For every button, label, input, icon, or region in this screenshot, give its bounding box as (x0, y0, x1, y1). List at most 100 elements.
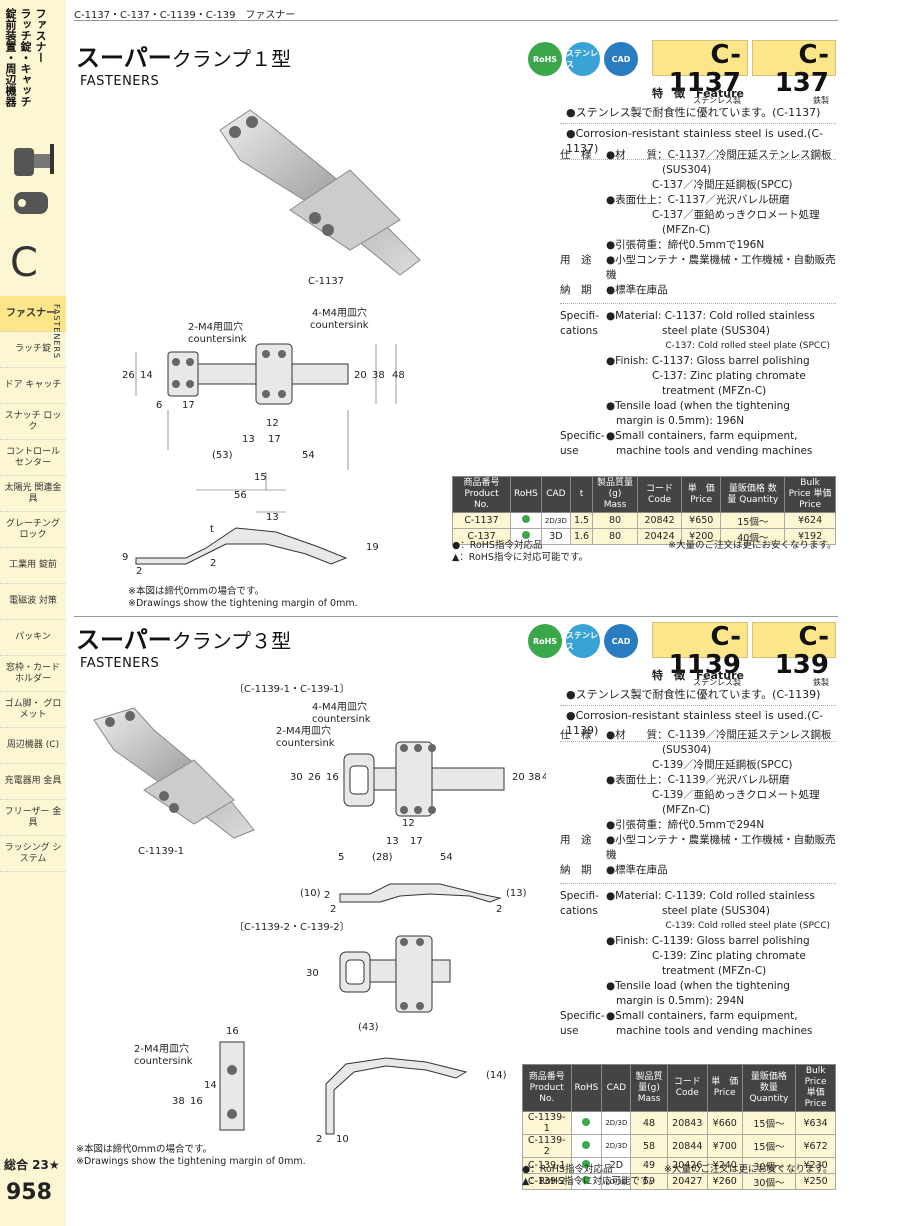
svg-text:2: 2 (210, 558, 216, 569)
rohs-dot (582, 1117, 591, 1126)
svg-text:(13): (13) (506, 888, 527, 899)
divider (74, 616, 838, 617)
divider (74, 20, 838, 21)
svg-text:48: 48 (392, 370, 405, 381)
photo-label: C-1137 (308, 276, 345, 287)
svg-text:13: 13 (386, 836, 399, 847)
drawing-c1139-1-side: (10)22(13)2 (300, 883, 527, 915)
drawing-note: ※本図は締代0mmの場合です。※Drawings show the tighte… (76, 1144, 306, 1167)
sidebar: ファスナー ラッチ錠・キャッチ 錠前装置・周辺機器 C ファスナー ラッチ錠 ド… (0, 0, 66, 1226)
svg-text:6: 6 (156, 400, 162, 411)
svg-text:15: 15 (254, 472, 267, 483)
nav-item[interactable]: 充電器用 金具 (0, 764, 66, 800)
nav-item[interactable]: 窓枠・カード ホルダー (0, 656, 66, 692)
dim-label: 2-M4用皿穴 (276, 726, 331, 737)
stainless-icon: ステンレス (566, 624, 600, 658)
dim-label: 4-M4用皿穴 (312, 308, 367, 319)
rohs-icon: RoHS (528, 624, 562, 658)
svg-text:30: 30 (290, 772, 303, 783)
svg-text:(28): (28) (372, 852, 393, 863)
dim-label: 4-M4用皿穴 (312, 702, 367, 713)
nav-item[interactable]: スナッチ ロック (0, 404, 66, 440)
svg-text:13: 13 (242, 434, 255, 445)
svg-text:12: 12 (266, 418, 279, 429)
dim-label: 2-M4用皿穴 (188, 322, 243, 333)
svg-text:12: 12 (402, 818, 415, 829)
svg-text:(53): (53) (212, 450, 233, 461)
stainless-icon: ステンレス (566, 42, 600, 76)
drawing-c1139-2-top: 30 (306, 935, 451, 1013)
nav-item[interactable]: 工業用 錠前 (0, 548, 66, 584)
svg-text:17: 17 (410, 836, 423, 847)
dim-label: countersink (134, 1056, 193, 1067)
svg-text:48: 48 (542, 772, 546, 783)
svg-text:56: 56 (234, 490, 247, 501)
rohs-dot (582, 1140, 591, 1149)
nav-item[interactable]: 周辺機器 (C) (0, 728, 66, 764)
dim-label: countersink (276, 738, 335, 749)
section2-icons: RoHS ステンレス CAD (528, 624, 638, 658)
svg-text:10: 10 (336, 1134, 349, 1144)
svg-text:2: 2 (316, 1134, 322, 1144)
legend: ●：RoHS指令対応品▲：RoHS指令に対応可能です。 (452, 540, 589, 563)
category-line: ファスナー (34, 8, 47, 63)
bulk-note: ※大量のご注文は更にお安くなります。 (668, 540, 837, 551)
dim-label: countersink (188, 334, 247, 345)
svg-text:2: 2 (324, 890, 330, 901)
section2-subtitle: FASTENERS (80, 656, 160, 671)
svg-text:(43): (43) (358, 1022, 379, 1033)
nav-item[interactable]: ラッシング システム (0, 836, 66, 872)
svg-text:17: 17 (268, 434, 281, 445)
nav-item[interactable]: グレーチング ロック (0, 512, 66, 548)
svg-text:2: 2 (496, 904, 502, 915)
svg-text:(14): (14) (486, 1070, 506, 1081)
nav-item[interactable]: パッキン (0, 620, 66, 656)
rohs-dot (521, 515, 530, 523)
svg-text:17: 17 (182, 400, 195, 411)
nav-item[interactable]: フリーザー 金具 (0, 800, 66, 836)
svg-text:2: 2 (330, 904, 336, 915)
nav-item[interactable]: 太陽光 関連金具 (0, 476, 66, 512)
nav-item[interactable]: ラッチ錠 (0, 332, 66, 368)
nav-item-fastener[interactable]: ファスナー (0, 296, 66, 332)
svg-text:14: 14 (140, 370, 153, 381)
section2-title: スーパークランプ３型 (76, 626, 292, 654)
nav-item[interactable]: 電磁波 対策 (0, 584, 66, 620)
svg-text:9: 9 (122, 552, 128, 563)
section1-subtitle: FASTENERS (80, 74, 160, 89)
category-letter: C (10, 240, 38, 286)
svg-text:20: 20 (512, 772, 525, 783)
rohs-dot (582, 1160, 591, 1168)
svg-text:14: 14 (204, 1080, 217, 1091)
svg-text:5: 5 (338, 852, 344, 863)
category-line: 錠前装置・周辺機器 (4, 8, 17, 107)
total-page-label: 総合 23★ (4, 1158, 60, 1172)
specs-section1: 仕 様 ●材 質：C-1137／冷間圧延ステンレス鋼板(SUS304)C-137… (560, 149, 836, 457)
fasteners-vertical-label: FASTENERS (52, 304, 61, 360)
svg-text:19: 19 (366, 542, 379, 553)
dim-label: countersink (312, 714, 371, 725)
section1-icons: RoHS ステンレス CAD (528, 42, 638, 76)
nav-item[interactable]: ゴム脚・ グロメット (0, 692, 66, 728)
svg-text:30: 30 (306, 968, 319, 979)
drawing-c1139-2-side: (43) (14) 2 10 (316, 1022, 506, 1144)
rohs-dot (521, 531, 530, 539)
rohs-dot (582, 1176, 591, 1184)
svg-text:16: 16 (226, 1026, 239, 1037)
legend: ●：RoHS指令対応品▲：RoHS指令に対応可能です。 (522, 1164, 659, 1187)
svg-text:26: 26 (308, 772, 321, 783)
svg-text:2: 2 (136, 566, 142, 577)
drawing-heading: 〔C-1139-1・C-139-1〕 (234, 684, 350, 695)
nav-item[interactable]: コントロール センター (0, 440, 66, 476)
nav-item[interactable]: ドア キャッチ (0, 368, 66, 404)
dim-label: countersink (310, 320, 369, 331)
bulk-note: ※大量のご注文は更にお安くなります。 (664, 1164, 833, 1175)
